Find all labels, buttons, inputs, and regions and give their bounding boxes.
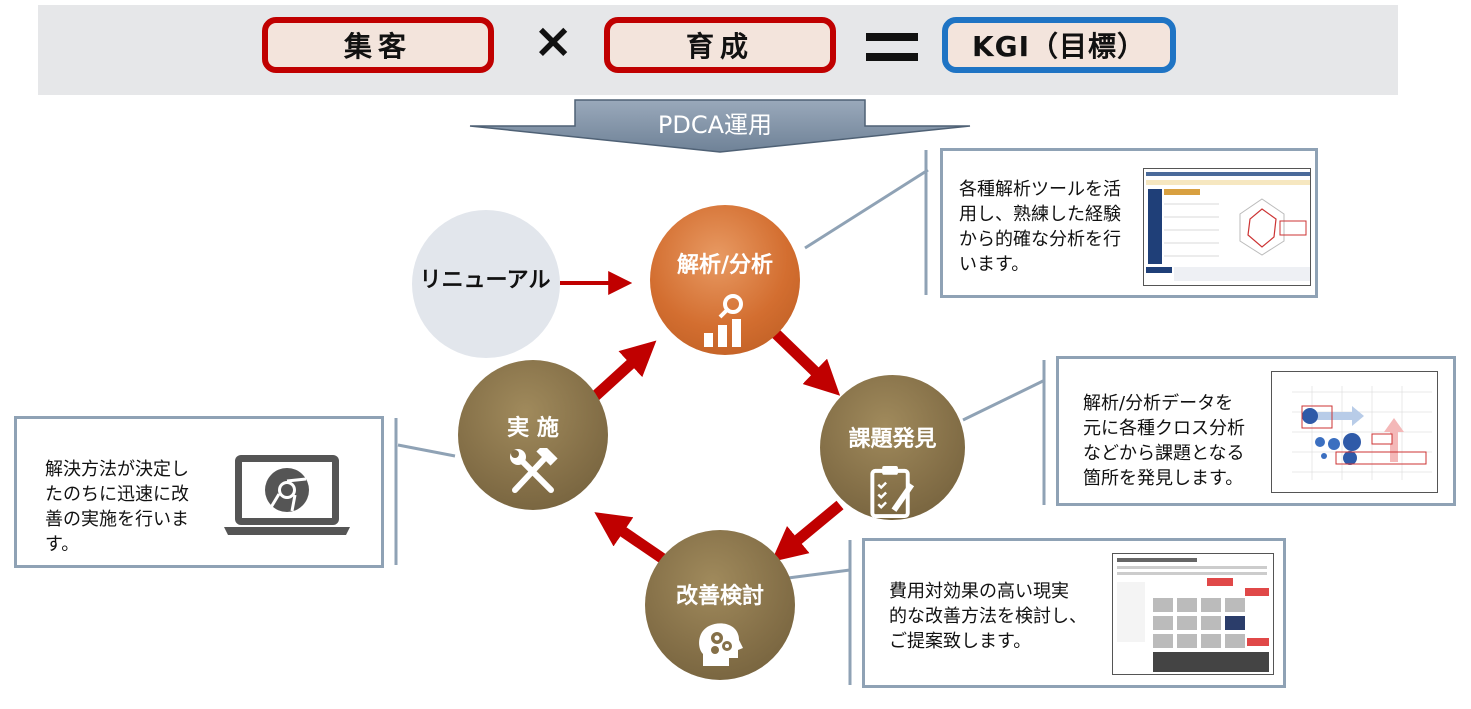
hammer-wrench-icon xyxy=(510,448,558,493)
clipboard-icon xyxy=(869,465,914,519)
laptop-browser-icon xyxy=(224,455,350,535)
equals-bar-bottom xyxy=(866,53,918,61)
improve-desc: 費用対効果の高い現実的な改善方法を検討し、 ご提案致します。 xyxy=(889,581,1087,652)
execute-circle: 実 施 xyxy=(458,360,608,510)
formula-result-kgi: KGI（目標） xyxy=(942,17,1176,73)
execute-desc: 解決方法が決定したのちに迅速に改 善の実施を行います。 xyxy=(45,459,189,555)
improve-proposal-thumbnail xyxy=(1112,553,1274,675)
formula-term-nurturing: 育成 xyxy=(604,17,836,73)
pdca-label: PDCA運用 xyxy=(657,111,773,139)
pdca-arrow xyxy=(469,99,971,153)
analysis-report-thumbnail xyxy=(1143,168,1311,286)
execute-label: 実 施 xyxy=(507,416,559,441)
issue-scatter-thumbnail xyxy=(1271,371,1438,493)
renewal-label: リニューアル xyxy=(419,268,551,293)
formula-band: 集客 × 育成 = KGI（目標） xyxy=(38,5,1398,95)
analysis-label: 解析/分析 xyxy=(676,253,774,278)
execute-box: 解決方法が決定したのちに迅速に改 善の実施を行います。 xyxy=(14,416,384,568)
multiply-sign: × xyxy=(533,13,574,69)
head-gears-icon xyxy=(699,623,743,666)
issue-circle: 課題発見 xyxy=(820,375,965,520)
analysis-circle: 解析/分析 xyxy=(650,205,800,355)
issue-label: 課題発見 xyxy=(848,427,937,452)
formula-term-acquisition: 集客 xyxy=(262,17,494,73)
issue-desc: 解析/分析データを元に各種クロス分析 などから課題となる箇所を発見します。 xyxy=(1083,393,1245,489)
chart-magnifier-icon xyxy=(704,294,743,347)
analysis-desc: 各種解析ツールを活用し、熟練した経験 から的確な分析を行います。 xyxy=(959,179,1121,275)
improve-box: 費用対効果の高い現実的な改善方法を検討し、 ご提案致します。 xyxy=(862,538,1286,688)
improve-label: 改善検討 xyxy=(675,584,764,609)
renewal-circle xyxy=(412,210,560,358)
equals-bar-top xyxy=(866,33,918,41)
improve-circle: 改善検討 xyxy=(645,530,795,680)
analysis-box: 各種解析ツールを活用し、熟練した経験 から的確な分析を行います。 xyxy=(940,148,1318,298)
issue-box: 解析/分析データを元に各種クロス分析 などから課題となる箇所を発見します。 xyxy=(1056,356,1456,506)
